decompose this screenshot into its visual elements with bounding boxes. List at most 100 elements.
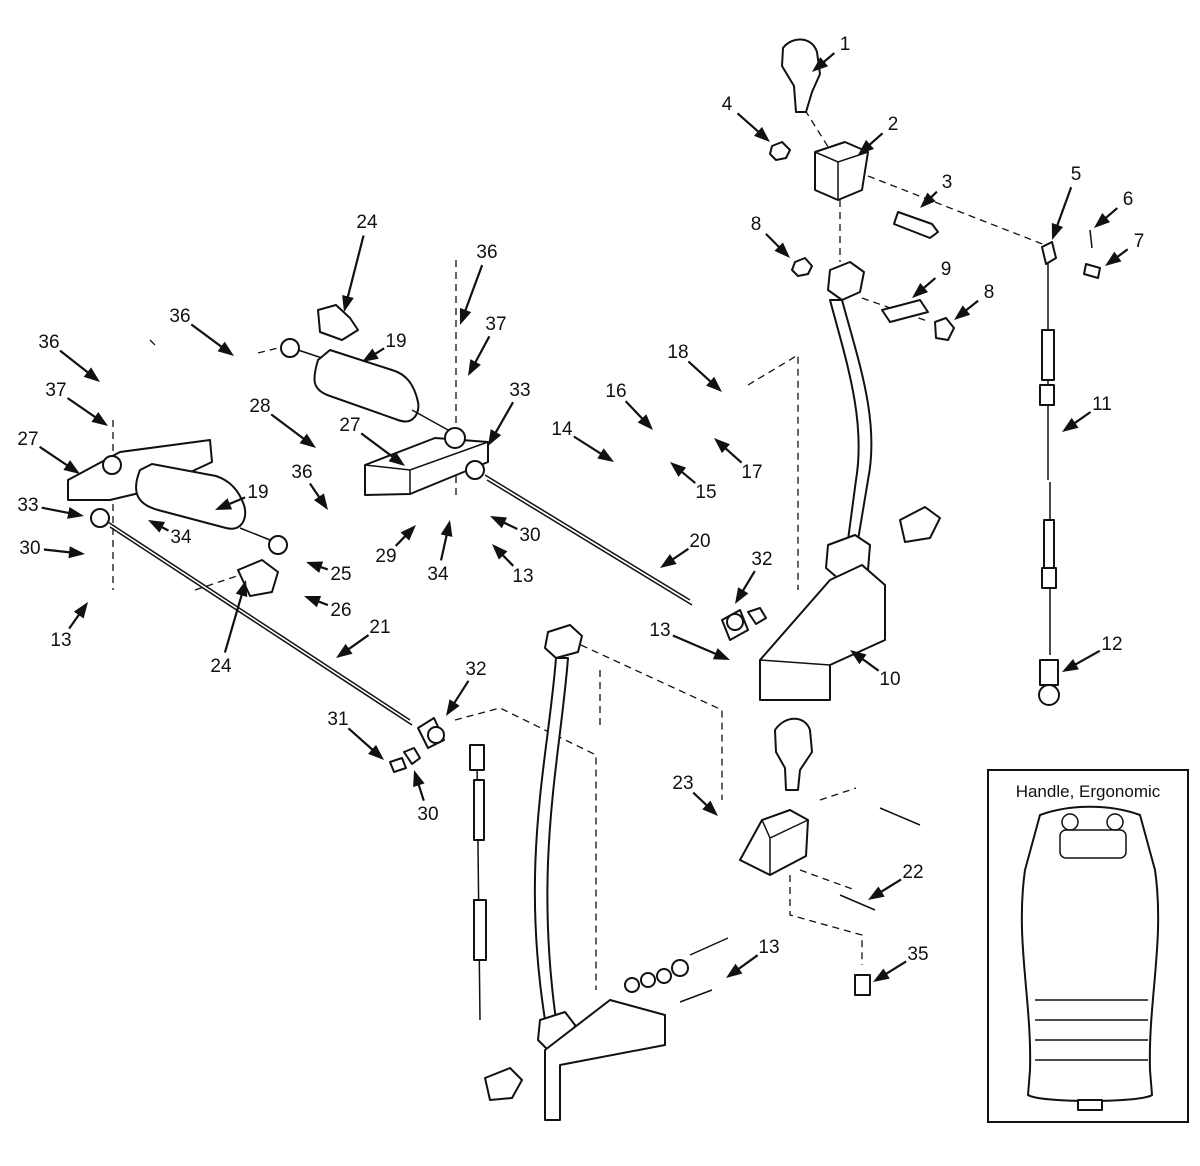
lower-cable xyxy=(469,744,487,1021)
callout-arrowhead xyxy=(304,596,322,608)
inset-title: Handle, Ergonomic xyxy=(1016,782,1161,801)
callout-label: 27 xyxy=(339,415,360,436)
callout-arrowhead xyxy=(660,554,677,568)
callout-c34a: 34 xyxy=(148,520,192,548)
callout-arrowhead xyxy=(726,963,743,978)
callout-arrowhead xyxy=(954,305,971,320)
callout-label: 26 xyxy=(330,600,351,621)
control-lever-upper xyxy=(759,38,941,701)
callout-arrowhead xyxy=(774,242,790,258)
callout-c33a: 33 xyxy=(17,495,84,519)
callout-label: 36 xyxy=(291,462,312,483)
callout-c18: 18 xyxy=(667,342,722,392)
callout-c24b: 24 xyxy=(210,580,248,677)
callout-c32b: 32 xyxy=(446,659,487,716)
callout-label: 1 xyxy=(840,34,851,55)
linkage-assembly-lower xyxy=(67,439,445,773)
callout-c14: 14 xyxy=(551,419,614,462)
callout-label: 23 xyxy=(672,773,693,794)
callout-c37b: 37 xyxy=(468,314,507,376)
callout-c7: 7 xyxy=(1105,231,1144,266)
callout-label: 30 xyxy=(519,525,540,546)
callout-arrowhead xyxy=(68,546,85,559)
callout-arrowhead xyxy=(459,307,472,325)
callout-label: 36 xyxy=(476,242,497,263)
callout-label: 28 xyxy=(249,396,270,417)
callout-label: 36 xyxy=(169,306,190,327)
callout-c13d: 13 xyxy=(726,937,780,978)
callout-c15: 15 xyxy=(670,462,717,503)
callout-arrowhead xyxy=(812,57,829,72)
callout-label: 19 xyxy=(385,331,406,352)
callout-label: 30 xyxy=(19,538,40,559)
callout-label: 2 xyxy=(888,114,899,135)
callout-label: 21 xyxy=(369,617,390,638)
callout-label: 11 xyxy=(1092,394,1112,415)
callout-arrowhead xyxy=(73,602,88,619)
callout-label: 19 xyxy=(247,482,268,503)
callout-arrowhead xyxy=(706,376,722,392)
callout-arrowhead xyxy=(342,295,354,312)
callout-arrowhead xyxy=(1062,658,1079,672)
callout-arrowhead xyxy=(1105,251,1122,266)
callout-c37a: 37 xyxy=(45,380,108,426)
callout-label: 3 xyxy=(942,172,953,193)
callout-c3: 3 xyxy=(920,172,952,208)
callout-c21: 21 xyxy=(336,617,391,658)
callout-label: 13 xyxy=(758,937,779,958)
callout-label: 13 xyxy=(512,566,533,587)
callout-c22: 22 xyxy=(868,862,924,900)
callout-label: 15 xyxy=(695,482,716,503)
inset-panel: Handle, Ergonomic xyxy=(987,769,1189,1123)
callout-arrowhead xyxy=(362,348,379,362)
callout-c27a: 27 xyxy=(17,429,80,474)
callout-arrowhead xyxy=(217,341,234,356)
callout-c27b: 27 xyxy=(339,415,405,466)
callout-label: 32 xyxy=(465,659,486,680)
callout-label: 8 xyxy=(984,282,995,303)
top-hardware xyxy=(769,141,1101,341)
callout-label: 5 xyxy=(1071,164,1082,185)
callout-arrowhead xyxy=(714,438,730,454)
callout-c13c: 13 xyxy=(649,620,730,660)
callout-label: 13 xyxy=(50,630,71,651)
callout-arrowhead xyxy=(858,139,874,155)
callout-c12: 12 xyxy=(1062,634,1123,672)
callout-label: 4 xyxy=(722,94,733,115)
callout-c36a: 36 xyxy=(38,332,100,382)
callout-label: 24 xyxy=(210,656,232,677)
callout-c26: 26 xyxy=(304,596,352,621)
callout-arrowhead xyxy=(314,493,328,510)
callout-c13b: 13 xyxy=(492,544,534,587)
callout-c13a: 13 xyxy=(50,602,88,651)
callout-arrowhead xyxy=(1062,417,1079,432)
callout-label: 37 xyxy=(45,380,66,401)
callout-c36c: 36 xyxy=(459,242,498,325)
callout-arrowhead xyxy=(490,516,508,529)
callout-label: 8 xyxy=(751,214,762,235)
callout-arrowhead xyxy=(388,451,405,466)
callout-c19a: 19 xyxy=(362,331,407,362)
callout-c8b: 8 xyxy=(954,282,994,320)
callout-label: 12 xyxy=(1101,634,1122,655)
callout-label: 30 xyxy=(417,804,438,825)
callout-arrowhead xyxy=(440,520,453,537)
callout-arrowhead xyxy=(67,507,84,519)
callout-c9: 9 xyxy=(912,259,951,298)
callout-c20: 20 xyxy=(660,531,711,568)
callout-c31: 31 xyxy=(327,709,384,760)
callout-label: 9 xyxy=(941,259,952,280)
callout-arrow xyxy=(223,585,246,653)
callout-arrowhead xyxy=(912,283,929,298)
callout-label: 10 xyxy=(879,669,900,690)
handle-lower xyxy=(739,717,921,996)
callout-arrowhead xyxy=(735,587,749,604)
callout-label: 36 xyxy=(38,332,59,353)
callout-arrowhead xyxy=(336,643,353,658)
callout-arrowhead xyxy=(63,460,80,474)
callout-c32a: 32 xyxy=(735,549,773,604)
callout-arrowhead xyxy=(1051,222,1064,240)
callout-label: 37 xyxy=(485,314,506,335)
callout-c36b: 36 xyxy=(169,306,234,356)
